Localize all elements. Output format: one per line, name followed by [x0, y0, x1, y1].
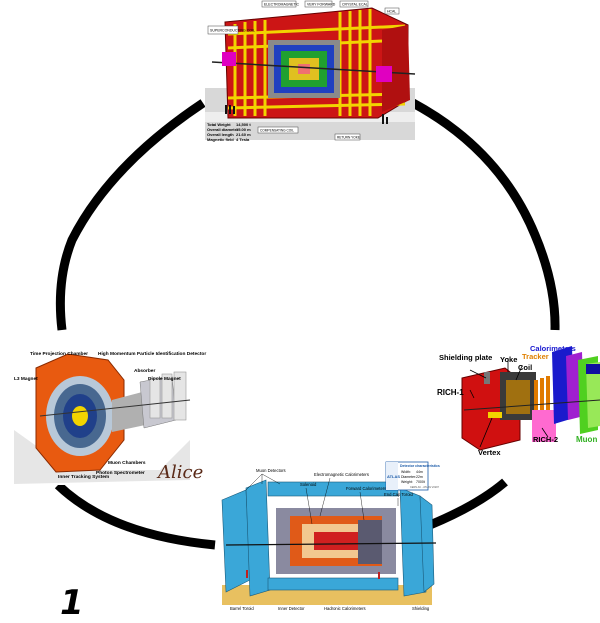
atlas-info-footer: CERN AC - ATLAS V1997	[410, 486, 439, 489]
atlas-label-hadronic-calorimeters: Hadronic Calorimeters	[324, 606, 366, 611]
cms-spec-value-2: 21.60 m	[236, 132, 251, 137]
atlas-label-end-cap-toroid: End Cap Toroid	[384, 492, 413, 497]
atlas-info-width-name: Width:	[401, 470, 411, 474]
atlas-detector-image: Muon Detectors Electromagnetic Calorimet…	[221, 461, 440, 611]
figure-number-label: 1	[60, 583, 84, 623]
alice-beam-line	[39, 399, 191, 417]
alice-label-hmpid: High Momentum Particle Identification De…	[98, 351, 206, 357]
alice-label-muon-chambers: Muon Chambers	[108, 460, 146, 466]
alice-label-dipole: Dipole Magnet	[148, 376, 181, 382]
cms-spec-value-3: 4 Tesla	[236, 137, 250, 142]
lhcb-label-coil: Coil	[518, 363, 532, 372]
lhcb-tracker-stations	[534, 376, 550, 416]
cms-label-coil: SUPERCONDUCTING COIL	[210, 29, 255, 33]
atlas-bottom-labels: Barrel Toroid Inner Detector Hadronic Ca…	[230, 606, 430, 611]
cms-spec-name-1: Overall diameter	[207, 127, 239, 132]
lhcb-rich2	[532, 410, 556, 442]
cms-spec-value-1: 15.00 m	[236, 127, 251, 132]
cms-detector-image: ELECTROMAGNETIC VERY FORWARD CRYSTAL ECA…	[205, 0, 416, 142]
cms-spec-block: Total Weight 14,500 t Overall diameter 1…	[207, 122, 251, 142]
atlas-label-inner-detector: Inner Detector	[278, 606, 305, 611]
lhcb-label-shielding-plate: Shielding plate	[439, 353, 492, 362]
atlas-info-title: Detector characteristics	[400, 464, 440, 468]
alice-muon-chambers	[149, 371, 187, 421]
cms-forward-left	[222, 52, 236, 66]
cms-spec-name-2: Overall length	[207, 132, 234, 137]
atlas-info-width-value: 44m	[416, 470, 423, 474]
cms-spec-value-0: 14,500 t	[236, 122, 251, 127]
lhcb-label-rich2: RICH-2	[533, 435, 558, 444]
cms-bottom-labels: COMPENSATING COIL RETURN YOKE	[257, 126, 361, 141]
ring-arc-top-left	[55, 99, 206, 331]
lhcb-label-vertex: Vertex	[478, 448, 501, 457]
atlas-beam-line	[225, 542, 437, 546]
atlas-label-muon-detectors: Muon Detectors	[256, 468, 286, 473]
ring-arc-bottom-right	[428, 478, 508, 530]
lhcb-detector-image: Shielding plate Yoke Coil Tracker Calori…	[437, 344, 600, 457]
atlas-label-forward-calorimeters: Forward Calorimeters	[346, 486, 386, 491]
cms-label-very-forward: VERY FORWARD	[307, 3, 336, 7]
lhcb-label-muon: Muon	[576, 435, 597, 444]
lhcb-vertex-locator	[488, 412, 502, 418]
alice-detector-image: Time Projection Chamber High Momentum Pa…	[14, 340, 206, 485]
ring-arc-top-right	[410, 99, 560, 331]
alice-absorber	[112, 390, 150, 432]
cms-label-crystal-ecal: CRYSTAL ECAL	[342, 3, 368, 7]
atlas-leader-lines	[245, 473, 399, 525]
lhcb-label-calorimeters: Calorimeters	[530, 344, 576, 353]
atlas-label-em-calorimeters: Electromagnetic Calorimeters	[314, 472, 369, 477]
lhcb-leader-lines	[469, 358, 549, 448]
lhcb-labels: Shielding plate Yoke Coil Tracker Calori…	[437, 344, 597, 457]
atlas-inner-detector	[314, 532, 358, 550]
atlas-scale-people	[246, 570, 380, 579]
cms-label-compensating-coil: COMPENSATING COIL	[260, 129, 294, 133]
atlas-info-box: ATLAS Detector characteristics Width: 44…	[385, 461, 440, 491]
cms-top-labels: ELECTROMAGNETIC VERY FORWARD CRYSTAL ECA…	[207, 0, 400, 35]
lhcb-label-rich1: RICH-1	[437, 388, 464, 397]
atlas-label-shielding: Shielding	[412, 606, 430, 611]
cycle-ring	[54, 99, 560, 550]
lhcb-coil	[506, 380, 530, 414]
lhcb-beam-line	[463, 399, 600, 411]
atlas-info-weight-name: Weight:	[401, 480, 413, 484]
cms-pixel	[298, 64, 310, 74]
atlas-label-solenoid: Solenoid	[300, 482, 317, 487]
alice-its	[72, 406, 88, 426]
cms-label-electromagnetic: ELECTROMAGNETIC	[264, 3, 299, 7]
alice-label-its: Inner Tracking System	[58, 474, 109, 480]
cms-label-hcal: HCAL	[387, 10, 396, 14]
atlas-info-diameter-name: Diameter:	[401, 475, 416, 479]
alice-labels: Time Projection Chamber High Momentum Pa…	[14, 351, 206, 480]
atlas-info-diameter-value: 22m	[416, 475, 423, 479]
ring-arc-bottom-left	[54, 481, 216, 550]
lhcb-shielding-plate	[484, 372, 490, 384]
alice-label-tpc: Time Projection Chamber	[30, 351, 88, 357]
cms-spec-name-3: Magnetic field	[207, 137, 234, 142]
cms-scale-people	[225, 105, 388, 124]
alice-label-absorber: Absorber	[134, 368, 155, 374]
cms-endcap	[382, 25, 410, 112]
atlas-label-barrel-toroid: Barrel Toroid	[230, 606, 254, 611]
lhcb-muon-stations-2	[586, 362, 600, 428]
alice-logo: Alice	[156, 462, 203, 483]
lhcb-logo	[586, 364, 600, 374]
cms-label-return-yoke: RETURN YOKE	[337, 136, 360, 140]
lhcb-label-yoke: Yoke	[500, 355, 517, 364]
cms-spec-name-0: Total Weight	[207, 122, 231, 127]
cms-yoke-stripes	[227, 9, 406, 116]
atlas-logo: ATLAS	[387, 474, 400, 479]
atlas-endcap-toroid	[358, 520, 382, 564]
alice-label-phos: Photon Spectrometer	[96, 470, 145, 476]
cms-forward-right	[376, 66, 392, 82]
atlas-top-labels: Muon Detectors Electromagnetic Calorimet…	[256, 468, 413, 497]
alice-label-l3: L3 Magnet	[14, 376, 38, 382]
atlas-info-weight-value: 7000t	[416, 480, 425, 484]
lhcb-label-tracker: Tracker	[522, 352, 549, 361]
